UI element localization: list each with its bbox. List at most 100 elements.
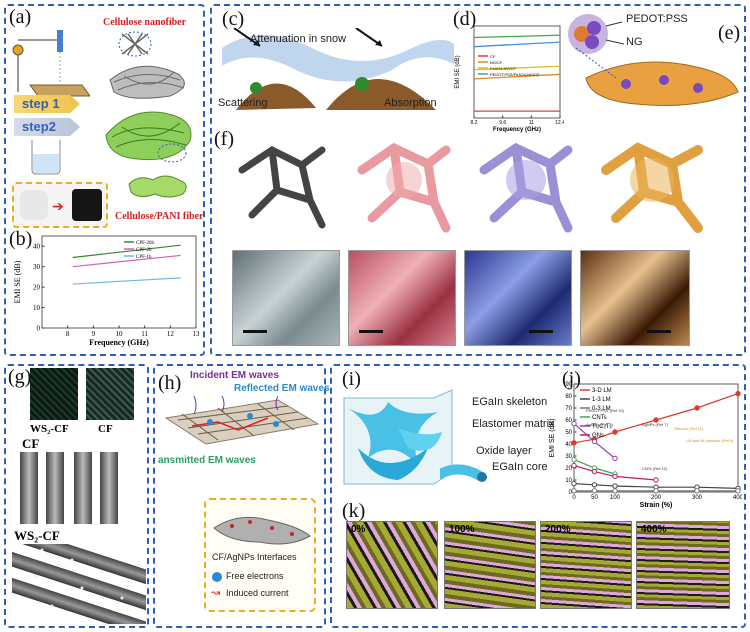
legend-label: Ti₃C₂Tₓ — [592, 424, 612, 430]
series-line — [473, 34, 561, 39]
red-arrow-icon: ➔ — [52, 198, 64, 214]
scale-bar — [359, 330, 383, 333]
data-point — [612, 483, 618, 489]
series-line — [473, 73, 561, 80]
x-axis-label: Frequency (GHz) — [89, 338, 149, 347]
foam-skeleton-gray — [232, 140, 332, 235]
induced-current-icon: ↝ — [211, 587, 221, 599]
chart-annotation: Silicone (Ref 11) — [674, 426, 704, 431]
ng-label: NG — [626, 36, 643, 48]
data-point — [612, 429, 618, 435]
foam-skeleton-purple — [476, 140, 576, 235]
legend-label: 0-3 LM — [592, 406, 611, 412]
x-axis-label: Frequency (GHz) — [493, 127, 541, 133]
panel-label-k: (k) — [342, 500, 366, 522]
egain-skeleton-label: EGaIn skeleton — [472, 396, 548, 408]
pedot-ng-illustration — [566, 8, 742, 116]
legend-label: GNs — [592, 433, 604, 439]
data-point — [591, 468, 598, 475]
free-electron-icon — [212, 572, 222, 582]
cf-fabric-photo — [86, 368, 134, 420]
cf-fiber-label: CF — [22, 436, 40, 451]
data-point — [612, 455, 618, 462]
foam-skeleton-orange — [598, 140, 708, 235]
data-point — [571, 480, 577, 487]
interfaces-label: CF/AgNPs Interfaces — [212, 552, 297, 562]
y-tick-label: 10 — [33, 304, 41, 312]
scale-bar — [647, 330, 671, 333]
x-tick-label: 0 — [572, 495, 576, 501]
y-axis-label: EMI SE (dB) — [455, 55, 461, 88]
y-tick-label: 30 — [33, 263, 41, 271]
panel-label-c: (c) — [222, 8, 245, 30]
strain-label: 100% — [449, 524, 475, 535]
legend-label: CPF-20h — [136, 241, 155, 246]
series-line — [473, 41, 561, 48]
ws2-cf-fabric-photo — [30, 368, 78, 420]
ws2-cf-fiber-label: WS₂-CF — [14, 528, 60, 543]
panel-label-e: (e) — [718, 22, 741, 44]
panel-label-b: (b) — [9, 228, 33, 250]
sem-image-brown — [580, 250, 690, 346]
y-tick-label: 0 — [569, 490, 573, 496]
legend-label: 1-3 LM — [592, 397, 611, 403]
data-point — [591, 482, 598, 488]
incident-waves-label: Incident EM waves — [190, 370, 279, 381]
series-line — [72, 244, 181, 259]
data-point — [591, 438, 598, 445]
elastomer-matrix-label: Elastomer matrix — [472, 418, 555, 430]
data-point — [694, 488, 700, 494]
strain-label: 200% — [545, 524, 571, 535]
data-point — [612, 488, 618, 494]
strain-image-100: 100% — [444, 521, 536, 609]
sem-image-gray — [232, 250, 340, 346]
scale-bar — [243, 330, 267, 333]
cellulose-nanofiber-label: Cellulose nanofiber — [103, 17, 187, 28]
pedot-label: PEDOT:PSS — [626, 13, 688, 25]
strain-image-0: 0% — [346, 521, 438, 609]
x-tick-label: 200 — [651, 495, 662, 501]
y-tick-label: 50 — [565, 430, 572, 436]
panel-label-i: (i) — [342, 368, 361, 390]
panel-a-b-frame — [4, 4, 205, 356]
reflected-waves-label: Reflected EM waves — [234, 383, 330, 394]
step1-arrow: step 1 — [14, 95, 80, 113]
data-point — [571, 488, 577, 494]
legend-label: CNTs — [592, 415, 607, 421]
legend-label: NG/CF — [490, 60, 503, 65]
series-line — [72, 277, 181, 285]
y-tick-label: 90 — [565, 382, 572, 388]
y-tick-label: 20 — [33, 283, 41, 291]
x-tick-label: 50 — [591, 495, 598, 501]
y-tick-label: 40 — [33, 243, 41, 251]
x-tick-label: 11 — [141, 330, 148, 338]
x-tick-label: 9.6 — [499, 120, 506, 126]
egain-fiber-illustration — [435, 460, 492, 490]
y-tick-label: 20 — [565, 466, 572, 472]
data-point — [612, 473, 618, 480]
series-line — [473, 65, 561, 71]
cf-photo-label: CF — [98, 423, 113, 435]
y-axis-label: EMI SE (dB) — [549, 419, 556, 458]
panel-label-a: (a) — [9, 6, 32, 28]
chart-annotation: LM and Ni particles (Ref 9) — [686, 438, 734, 443]
y-tick-label: 30 — [565, 454, 572, 460]
series-line — [573, 393, 739, 444]
strain-label: 0% — [351, 524, 366, 535]
x-tick-label: 100 — [610, 495, 621, 501]
panel-label-d: (d) — [453, 8, 477, 30]
cf-mesh-illustration — [158, 395, 322, 454]
data-point — [571, 420, 577, 427]
chart-annotation: AgNWs (Ref 8) — [586, 422, 614, 427]
x-tick-label: 11 — [529, 120, 534, 126]
x-tick-label: 10 — [116, 330, 124, 338]
pani-fiber-illustration — [125, 166, 195, 206]
data-point — [735, 390, 741, 397]
data-point — [694, 405, 700, 411]
y-tick-label: 0 — [37, 324, 41, 332]
x-tick-label: 12.4 — [555, 120, 564, 126]
legend-label: Fe3O4-NG/CF — [490, 66, 517, 71]
foam-skeleton-pink — [354, 140, 454, 235]
y-tick-label: 70 — [565, 406, 572, 412]
panel-c-f-frame — [210, 4, 746, 356]
